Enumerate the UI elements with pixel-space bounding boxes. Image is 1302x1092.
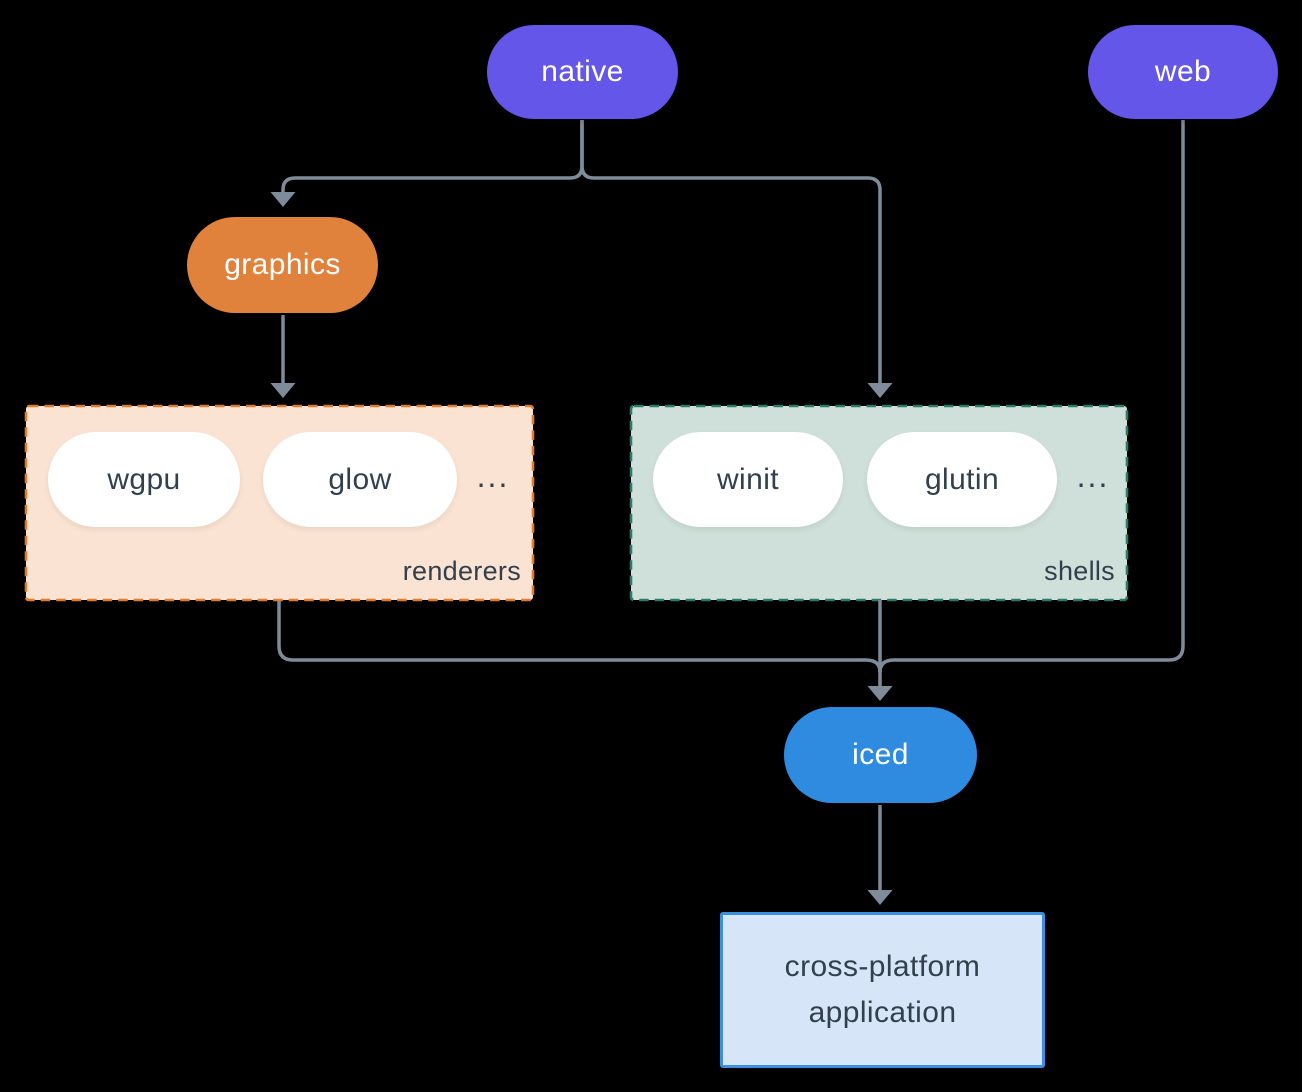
edge-native-graphics <box>281 120 584 192</box>
node-glow-label: glow <box>328 462 392 496</box>
node-wgpu-label: wgpu <box>107 462 181 496</box>
arrowhead-into-iced <box>867 686 893 701</box>
node-wgpu: wgpu <box>48 432 240 527</box>
renderers-group-label: renderers <box>402 556 521 586</box>
node-web: web <box>1088 25 1278 119</box>
shells-ellipsis: ... <box>1076 457 1110 494</box>
node-glutin: glutin <box>867 432 1057 527</box>
node-native: native <box>487 25 678 119</box>
shells-group-label: shells <box>1044 556 1115 586</box>
node-winit: winit <box>653 432 843 527</box>
arrowhead-into-shells <box>867 383 893 398</box>
arrowhead-into-renderers <box>270 383 296 398</box>
node-iced-label: iced <box>852 738 909 771</box>
node-cross-platform-application: cross-platform application <box>720 912 1045 1068</box>
node-glow: glow <box>263 432 457 527</box>
edge-native-shells <box>580 120 882 383</box>
node-winit-label: winit <box>716 462 779 496</box>
node-web-label: web <box>1154 55 1212 88</box>
node-native-label: native <box>541 55 624 88</box>
renderers-ellipsis: ... <box>476 457 510 494</box>
node-graphics: graphics <box>187 217 378 313</box>
node-iced: iced <box>784 707 977 803</box>
edge-renderers-iced <box>277 601 882 673</box>
node-glutin-label: glutin <box>924 462 1000 496</box>
app-label-line1: cross-platform <box>784 950 981 983</box>
arrowhead-into-app <box>867 890 893 905</box>
arrowhead-into-graphics <box>270 192 296 207</box>
app-label-line2: application <box>808 996 957 1029</box>
node-graphics-label: graphics <box>224 248 341 281</box>
